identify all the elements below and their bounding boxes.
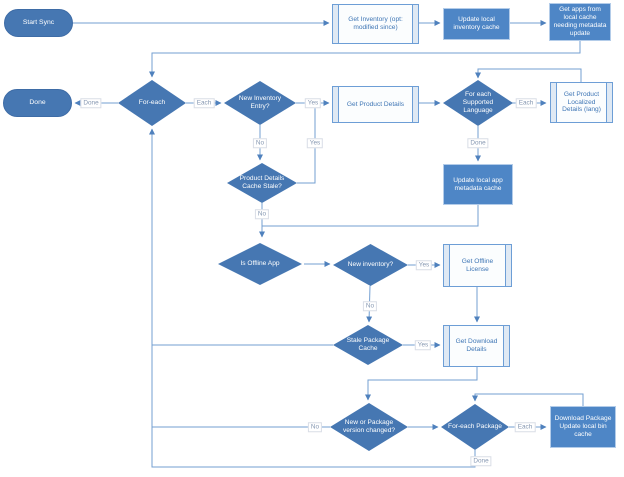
node-get-product-localized-details: Get Product Localized Details (lang) — [550, 82, 613, 123]
node-label: New inventory? — [347, 261, 394, 269]
subprocess-bar — [412, 5, 413, 43]
node-label: Get Offline License — [461, 257, 494, 273]
node-get-download-details: Get Download Details — [443, 325, 510, 367]
node-label: Get Product Localized Details (lang) — [562, 90, 601, 114]
node-stale-package-cache: Stale Package Cache — [333, 325, 403, 365]
node-new-inventory-entry: New Inventory Entry? — [224, 81, 296, 125]
edge-label-foreach-done: Done — [80, 98, 102, 108]
node-new-or-package-version-changed: New or Package version changed? — [330, 403, 408, 451]
connector-localized-loop — [475, 68, 582, 82]
node-label: New Inventory Entry? — [238, 95, 282, 110]
node-get-inventory: Get Inventory (opt: modified since) — [332, 4, 419, 44]
node-label: New or Package version changed? — [342, 419, 396, 434]
node-label: For-each — [138, 99, 166, 107]
edge-label-foreach-each: Each — [193, 98, 215, 108]
node-update-local-inventory-cache: Update local inventory cache — [443, 8, 510, 40]
node-foreach-package: For-each Package — [441, 404, 509, 450]
node-is-offline-app: Is Offline App — [218, 243, 302, 285]
node-foreach: For-each — [118, 80, 186, 126]
node-product-details-cache-stale: Product Details Cache Stale? — [227, 163, 297, 203]
edge-label-newentry-no: No — [252, 138, 268, 148]
subprocess-bar — [606, 83, 607, 122]
edge-label-changed-no: No — [307, 422, 323, 432]
subprocess-bar — [412, 87, 413, 122]
node-foreach-supported-language: For each Supported Language — [443, 80, 513, 126]
edge-label-cachestale-yes: Yes — [306, 138, 324, 148]
connector-metadatacache-to-isoffline — [262, 205, 479, 227]
node-get-product-details: Get Product Details — [332, 86, 419, 123]
connector-downloadpackage-loop — [472, 393, 584, 406]
node-label: For each Supported Language — [462, 91, 494, 114]
node-get-offline-license: Get Offline License — [443, 244, 512, 287]
node-label: Is Offline App — [240, 260, 280, 268]
subprocess-bar — [449, 245, 450, 286]
connector-getapps-to-foreach — [149, 41, 581, 78]
edge-label-language-each: Each — [515, 98, 537, 108]
subprocess-bar — [338, 5, 339, 43]
node-get-apps-needing-update: Get apps from local cache needing metada… — [549, 3, 611, 41]
subprocess-bar — [338, 87, 339, 122]
edge-label-newinventory-yes: Yes — [415, 260, 433, 270]
edge-label-newentry-yes: Yes — [304, 98, 322, 108]
node-label: Get Download Details — [455, 338, 498, 353]
node-label: Get Inventory (opt: modified since) — [348, 16, 403, 31]
edge-label-package-done: Done — [470, 456, 492, 466]
node-label: Product Details Cache Stale? — [239, 175, 285, 190]
edge-label-package-each: Each — [514, 422, 536, 432]
connector-package-done-trunk — [149, 128, 476, 468]
edge-label-cachestale-no: No — [254, 209, 270, 219]
connector-cachestale-yes — [297, 103, 316, 184]
connector-downloaddetails-to-changed — [365, 367, 478, 401]
subprocess-bar — [503, 326, 504, 366]
node-update-local-app-metadata-cache: Update local app metadata cache — [443, 164, 513, 205]
edge-label-stalepackage-yes: Yes — [414, 340, 432, 350]
node-label: Get Product Details — [346, 100, 405, 108]
node-label: Stale Package Cache — [346, 337, 390, 352]
node-label: For-each Package — [448, 423, 502, 431]
edge-label-language-done: Done — [467, 138, 489, 148]
subprocess-bar — [449, 326, 450, 366]
node-download-package: Download Package Update local bin cache — [550, 406, 616, 448]
subprocess-bar — [556, 83, 557, 122]
subprocess-bar — [505, 245, 506, 286]
node-done: Done — [3, 89, 72, 117]
edge-label-newinventory-no: No — [362, 301, 378, 311]
node-new-inventory: New inventory? — [333, 244, 408, 286]
node-start-sync: Start Sync — [4, 9, 73, 37]
